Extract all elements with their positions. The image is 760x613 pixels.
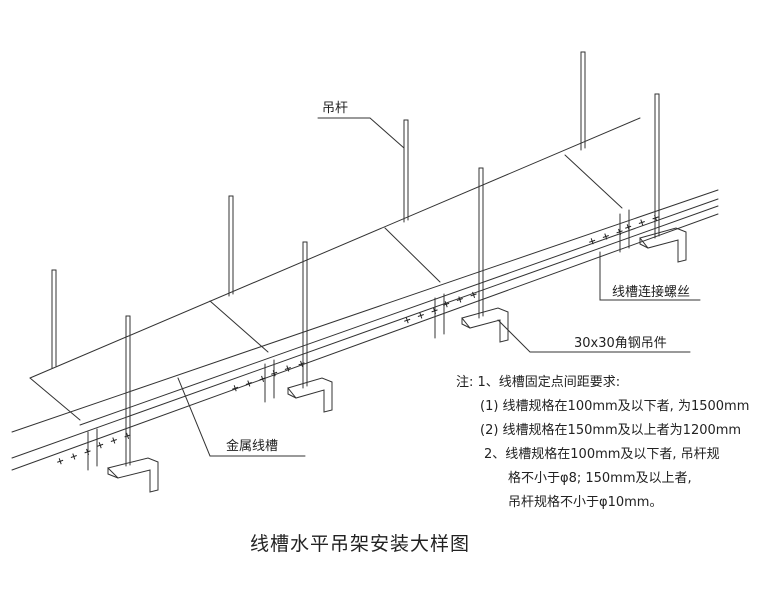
cover-seam-1 [29,377,81,421]
label-screw: 线槽连接螺丝 [612,284,690,300]
leader-rod [317,117,405,149]
note-line-3: (2) 线槽规格在150mm及以上者为1200mm [480,422,741,438]
note-line-6: 吊杆规格不小于φ10mm。 [508,494,662,510]
rod-front-3 [478,167,484,319]
trough-lip-line [79,198,719,426]
label-bracket: 30x30角钢吊件 [574,336,667,351]
leader-trough [177,377,306,457]
hanging-rods [51,51,660,467]
note-line-2: (1) 线槽规格在100mm及以下者, 为1500mm [480,398,749,414]
screw-marks-3a: + + + [401,303,440,328]
screw-marks-2a: + + + [229,371,268,396]
note-line-4: 2、线槽规格在100mm及以下者, 吊杆规 [484,446,720,462]
drawing-title: 线槽水平吊架安装大样图 [250,533,470,555]
trough-top-back-edge [29,117,641,379]
angle-bracket-3 [461,307,509,343]
leader-screw [599,251,701,301]
rod-back-3 [403,119,409,223]
rod-front-4 [654,93,660,239]
rod-front-1 [125,315,131,467]
screw-marks-4a: + + + [586,224,625,249]
label-rod: 吊杆 [322,101,348,116]
angle-bracket-2 [287,377,333,413]
labels: 吊杆 线槽连接螺丝 30x30角钢吊件 金属线槽 [226,101,690,454]
cover-seam-2 [209,300,269,353]
cover-seam-4 [564,154,623,209]
screw-marks-1b: + + + [94,428,133,453]
angle-brackets [107,227,687,493]
notes: 注: 1、线槽固定点间距要求: (1) 线槽规格在100mm及以下者, 为150… [456,375,749,510]
trough-front-mid-edge [11,205,719,459]
label-trough: 金属线槽 [226,438,278,454]
rod-back-2 [228,195,234,297]
note-line-1: 注: 1、线槽固定点间距要求: [456,375,620,390]
note-line-5: 格不小于φ8; 150mm及以上者, [508,470,692,486]
angle-bracket-1 [107,457,159,493]
leader-lines [177,117,701,457]
rod-back-4 [580,51,586,151]
angle-bracket-4 [639,227,687,263]
rod-front-2 [302,241,308,389]
rod-back-1 [51,269,57,369]
leader-bracket [497,319,691,353]
cover-seam-3 [384,227,441,283]
